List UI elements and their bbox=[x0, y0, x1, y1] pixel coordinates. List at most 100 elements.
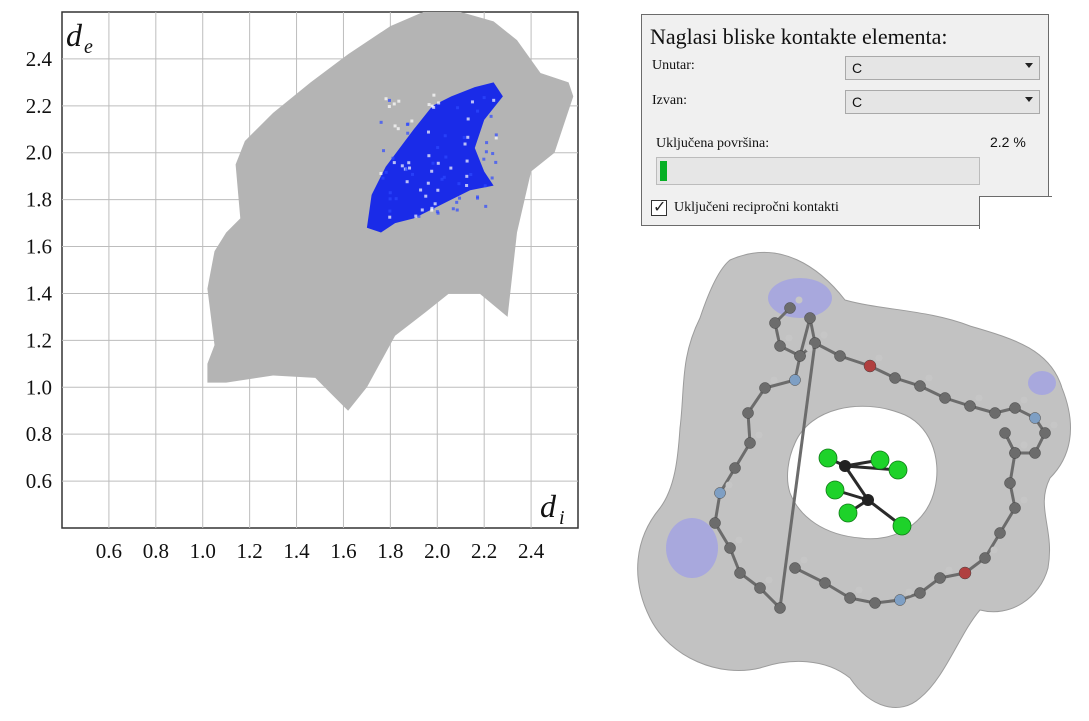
highlight-speckle bbox=[427, 154, 431, 158]
highlight-speckle bbox=[432, 93, 436, 97]
highlight-speckle bbox=[430, 104, 434, 108]
highlight-speckle bbox=[387, 105, 391, 109]
hydrogen-atom bbox=[1020, 441, 1028, 449]
highlight-speckle bbox=[463, 142, 467, 146]
x-tick-label: 1.6 bbox=[330, 539, 356, 563]
atom bbox=[742, 407, 754, 419]
highlight-speckle bbox=[388, 209, 392, 213]
atom bbox=[734, 567, 746, 579]
atom bbox=[789, 562, 801, 574]
atom bbox=[759, 382, 771, 394]
atom bbox=[994, 527, 1006, 539]
highlight-speckle bbox=[494, 133, 498, 137]
plot-frame bbox=[61, 11, 579, 529]
inside-element-select[interactable]: C bbox=[845, 56, 1040, 80]
highlight-speckle bbox=[476, 109, 480, 113]
highlight-speckle bbox=[436, 188, 440, 192]
highlight-speckle bbox=[414, 214, 418, 218]
atom bbox=[1029, 447, 1041, 459]
atom bbox=[999, 427, 1011, 439]
outside-element-select[interactable]: C bbox=[845, 90, 1040, 114]
hydrogen-atom bbox=[770, 376, 778, 384]
hydrogen-atom bbox=[975, 394, 983, 402]
chlorine-atom bbox=[818, 448, 838, 468]
y-tick-label: 1.2 bbox=[26, 328, 52, 352]
atom bbox=[754, 582, 766, 594]
chlorine-atom bbox=[838, 503, 858, 523]
chlorine-atom bbox=[888, 460, 908, 480]
hydrogen-atom bbox=[1020, 396, 1028, 404]
reciprocal-checkbox[interactable]: ✓ bbox=[651, 197, 667, 216]
highlight-speckle bbox=[411, 172, 415, 176]
highlight-speckle bbox=[470, 100, 474, 104]
y-axis-title: d e bbox=[66, 17, 93, 58]
atom bbox=[774, 340, 786, 352]
highlight-speckle bbox=[430, 169, 434, 173]
highlight-speckle bbox=[419, 188, 423, 192]
bond bbox=[798, 317, 812, 357]
highlight-speckle bbox=[435, 210, 439, 214]
chlorine-atom bbox=[870, 450, 890, 470]
highlight-speckle bbox=[469, 173, 473, 177]
highlight-speckle bbox=[407, 161, 411, 165]
atom bbox=[804, 312, 816, 324]
atom bbox=[1009, 447, 1021, 459]
highlight-speckle bbox=[381, 176, 385, 180]
atom bbox=[934, 572, 946, 584]
surface-percent: 2.2 % bbox=[990, 134, 1026, 150]
x-tick-label: 2.2 bbox=[471, 539, 497, 563]
atom bbox=[914, 587, 926, 599]
highlight-speckle bbox=[379, 171, 383, 175]
x-tick-label: 2.4 bbox=[518, 539, 545, 563]
highlight-speckle bbox=[466, 117, 470, 121]
highlight-speckle bbox=[485, 141, 489, 145]
highlight-speckle bbox=[491, 152, 495, 156]
highlight-speckle bbox=[408, 166, 412, 170]
atom bbox=[939, 392, 951, 404]
y-tick-label: 1.6 bbox=[26, 235, 52, 259]
x-tick-label: 1.0 bbox=[190, 539, 216, 563]
x-tick-label: 0.6 bbox=[96, 539, 122, 563]
hydrogen-atom bbox=[875, 354, 883, 362]
chevron-down-icon bbox=[1025, 63, 1033, 68]
highlight-speckle bbox=[387, 98, 391, 102]
highlight-speckle bbox=[396, 127, 400, 131]
atom bbox=[819, 577, 831, 589]
inside-element-value: C bbox=[852, 60, 863, 76]
highlight-speckle bbox=[424, 194, 428, 198]
chevron-down-icon bbox=[1025, 97, 1033, 102]
atom bbox=[769, 317, 781, 329]
atom bbox=[844, 592, 856, 604]
close-contacts-panel: Naglasi bliske kontakte elementa: Unutar… bbox=[641, 14, 1049, 226]
highlight-speckle bbox=[392, 161, 396, 165]
atom bbox=[809, 337, 821, 349]
y-tick-label: 0.6 bbox=[26, 469, 52, 493]
highlight-speckle bbox=[430, 206, 434, 210]
highlight-speckle bbox=[426, 181, 430, 185]
tin-atom bbox=[862, 494, 874, 506]
highlight-speckle bbox=[457, 182, 461, 186]
highlight-speckle bbox=[483, 184, 487, 188]
atom bbox=[744, 437, 756, 449]
highlight-speckle bbox=[427, 103, 431, 107]
bond bbox=[778, 342, 817, 609]
contact-patch bbox=[666, 518, 718, 578]
panel-notch bbox=[979, 196, 1052, 229]
highlight-speckle bbox=[466, 135, 470, 139]
surface-label: Uključena površina: bbox=[656, 136, 770, 151]
hydrogen-atom bbox=[990, 546, 998, 554]
x-tick-label: 1.8 bbox=[377, 539, 403, 563]
hydrogen-atom bbox=[820, 331, 828, 339]
reciprocal-label: Uključeni recipročni kontakti bbox=[674, 200, 839, 215]
atom bbox=[784, 302, 796, 314]
y-tick-label: 0.8 bbox=[26, 422, 52, 446]
highlight-speckle bbox=[417, 214, 421, 218]
atom bbox=[1004, 477, 1016, 489]
atom bbox=[894, 594, 906, 606]
highlight-speckle bbox=[492, 98, 496, 102]
x-tick-label: 1.2 bbox=[237, 539, 263, 563]
atom bbox=[789, 374, 801, 386]
y-tick-label: 2.0 bbox=[26, 141, 52, 165]
highlight-speckle bbox=[397, 99, 401, 103]
